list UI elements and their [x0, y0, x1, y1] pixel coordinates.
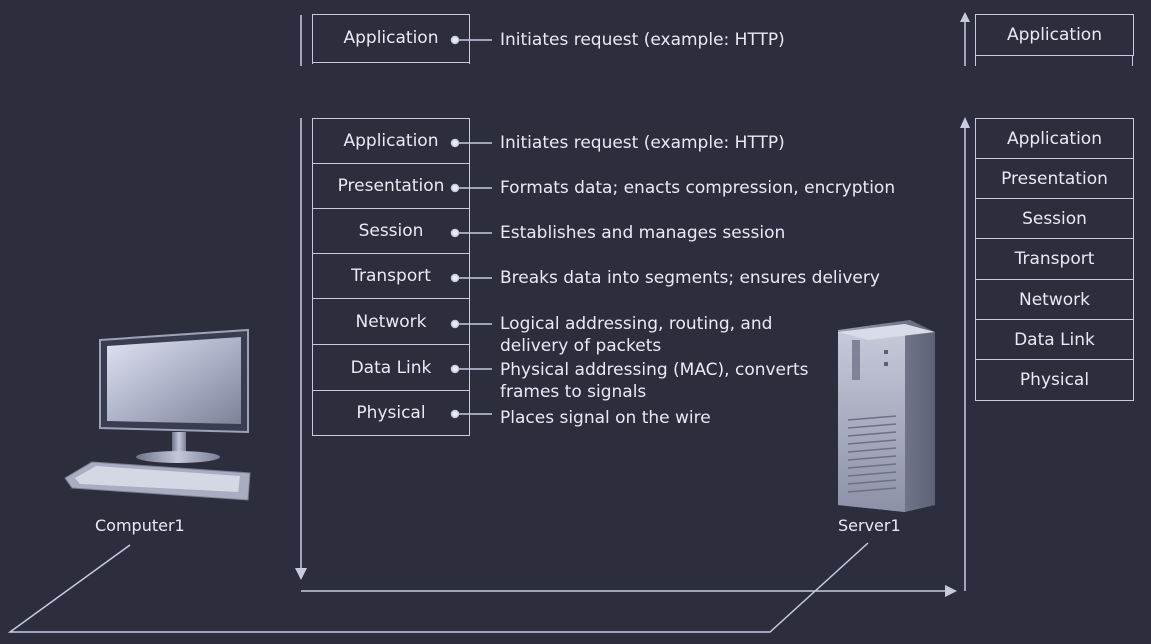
top-strip-sender-divider [312, 62, 470, 63]
receiver-up-arrowhead [960, 117, 970, 128]
network-description: Logical addressing, routing, and deliver… [500, 313, 772, 357]
sender-layer-presentation: Presentation [312, 163, 470, 209]
computer-icon [64, 328, 251, 501]
sender-layer-network: Network [312, 298, 470, 345]
application-description: Initiates request (example: HTTP) [500, 133, 785, 153]
description-line: Logical addressing, routing, and [500, 314, 773, 334]
network-cable [7, 542, 869, 633]
data-link-description: Physical addressing (MAC), converts fram… [500, 359, 809, 403]
server-label: Server1 [838, 516, 901, 535]
layer-label: Application [1007, 128, 1102, 149]
top-strip-up-arrowhead [960, 12, 970, 22]
sender-layer-physical: Physical [312, 390, 470, 436]
layer-label: Session [1022, 208, 1087, 229]
layer-label: Network [355, 311, 427, 332]
layer-label: Application [343, 27, 439, 48]
description-line: frames to signals [500, 382, 647, 402]
sender-layer-data-link: Data Link [312, 344, 470, 391]
receiver-layer-presentation: Presentation [975, 158, 1134, 199]
presentation-description: Formats data; enacts compression, encryp… [500, 178, 896, 198]
layer-label: Presentation [1001, 168, 1108, 189]
transport-description: Breaks data into segments; ensures deliv… [500, 268, 880, 288]
receiver-layer-network: Network [975, 279, 1134, 320]
sender-layer-transport: Transport [312, 253, 470, 299]
top-strip-sender-application: Application [312, 14, 470, 64]
receiver-layer-data-link: Data Link [975, 319, 1134, 360]
sender-down-arrowhead [295, 568, 307, 580]
layer-label: Data Link [350, 357, 432, 378]
sender-layer-session: Session [312, 208, 470, 254]
layer-label: Physical [356, 403, 426, 423]
physical-description: Places signal on the wire [500, 408, 711, 428]
receiver-layer-physical: Physical [975, 359, 1134, 401]
layer-label: Network [1019, 289, 1090, 310]
sender-leaders [450, 35, 492, 419]
receiver-layer-application: Application [975, 118, 1134, 159]
top-strip-sender-description: Initiates request (example: HTTP) [500, 30, 785, 50]
layer-label: Transport [1014, 249, 1095, 269]
layer-label: Transport [351, 266, 431, 286]
layer-label: Session [358, 221, 424, 241]
layer-label: Physical [1019, 370, 1090, 390]
layer-label: Application [1007, 25, 1102, 45]
top-strip-receiver-application: Application [975, 14, 1134, 56]
top-strip-receiver-edge-right [1132, 56, 1133, 66]
receiver-layer-session: Session [975, 198, 1134, 239]
layer-label: Presentation [337, 176, 445, 196]
description-line: Physical addressing (MAC), converts [500, 360, 809, 380]
sender-layer-application: Application [312, 118, 470, 164]
receiver-layer-transport: Transport [975, 238, 1134, 280]
session-description: Establishes and manages session [500, 223, 786, 243]
description-line: delivery of packets [500, 336, 662, 356]
top-strip-receiver-edge-left [975, 56, 976, 66]
computer-label: Computer1 [95, 516, 185, 535]
transfer-arrowhead [945, 585, 957, 597]
layer-label: Data Link [1014, 329, 1095, 350]
layer-label: Application [343, 131, 439, 151]
server-icon [838, 320, 935, 512]
